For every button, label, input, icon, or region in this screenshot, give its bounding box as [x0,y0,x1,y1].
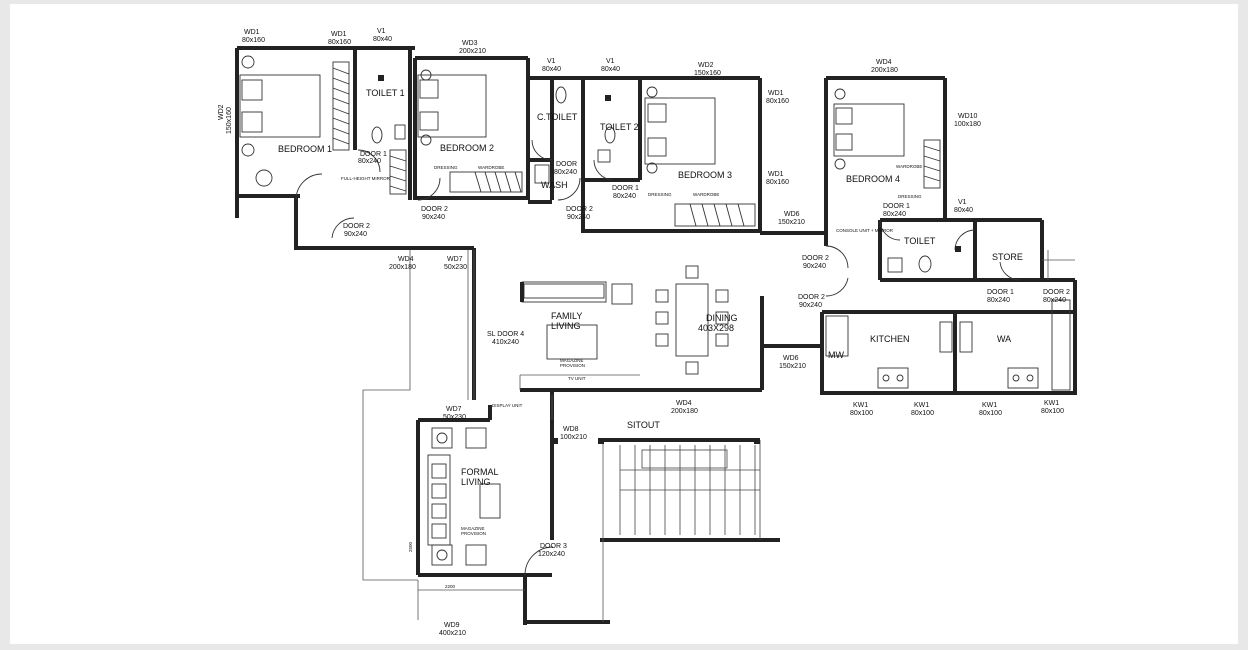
room-bedroom3: BEDROOM 3 [678,170,732,180]
room-kitchen: KITCHEN [870,334,910,344]
room-dining-size: 403X298 [698,323,734,333]
note-wardrobe-3: WARDROBE [693,192,719,197]
note-magazine-2: PROVISION [560,363,585,368]
paper-sheet [10,4,1238,644]
bed-3 [644,97,716,165]
note-dressing-3: DRESSING [648,192,672,197]
note-magazine-1: MAGAZINE [560,358,584,363]
note-dressing-4: DRESSING [898,194,922,199]
furniture [239,55,1071,576]
room-bedroom1: BEDROOM 1 [278,144,332,154]
note-tv-unit: TV UNIT [568,376,586,381]
dining-table [675,283,709,357]
room-toilet2: TOILET 2 [600,122,639,132]
bed-1 [239,74,321,138]
room-family-1: FAMILY [551,311,582,321]
note-full-height-mirror: FULL-HEIGHT MIRROR [341,176,391,181]
note-display-unit: DISPLAY UNIT [492,403,523,408]
room-wash: WASH [541,180,568,190]
note-magazine-3: MAGAZINE [461,526,485,531]
room-labels: BEDROOM 1 TOILET 1 BEDROOM 2 C.TOILET WA… [278,88,1023,487]
room-wa: WA [997,334,1011,344]
note-magazine-4: PROVISION [461,531,486,536]
bed-2 [417,74,487,138]
notes: DRESSING WARDROBE FULL-HEIGHT MIRROR DRE… [341,164,922,589]
room-store: STORE [992,252,1023,262]
tag-wd2-side: WD2150x160 [218,104,233,134]
note-wardrobe-1: WARDROBE [478,165,504,170]
note-dim-2500: 2500 [408,541,413,552]
room-toilet: TOILET [904,236,936,246]
room-sitout: SITOUT [627,420,660,430]
bed-4 [833,103,905,157]
room-formal-2: LIVING [461,477,491,487]
room-formal-1: FORMAL [461,467,499,477]
note-dim-2200: 2200 [445,584,456,589]
room-family-2: LIVING [551,321,581,331]
markers [378,75,961,444]
room-bedroom4: BEDROOM 4 [846,174,900,184]
room-ctoilet: C.TOILET [537,112,578,122]
room-bedroom2: BEDROOM 2 [440,143,494,153]
note-wardrobe-4: WARDROBE [896,164,922,169]
room-dining: DINING [706,313,738,323]
thin-lines [362,250,1075,622]
stair-grid [619,440,761,540]
note-console-unit: CONSOLE UNIT + MIRROR [836,228,894,233]
note-dressing-1: DRESSING [434,165,458,170]
room-mw: MW [828,350,844,360]
room-toilet1: TOILET 1 [366,88,405,98]
